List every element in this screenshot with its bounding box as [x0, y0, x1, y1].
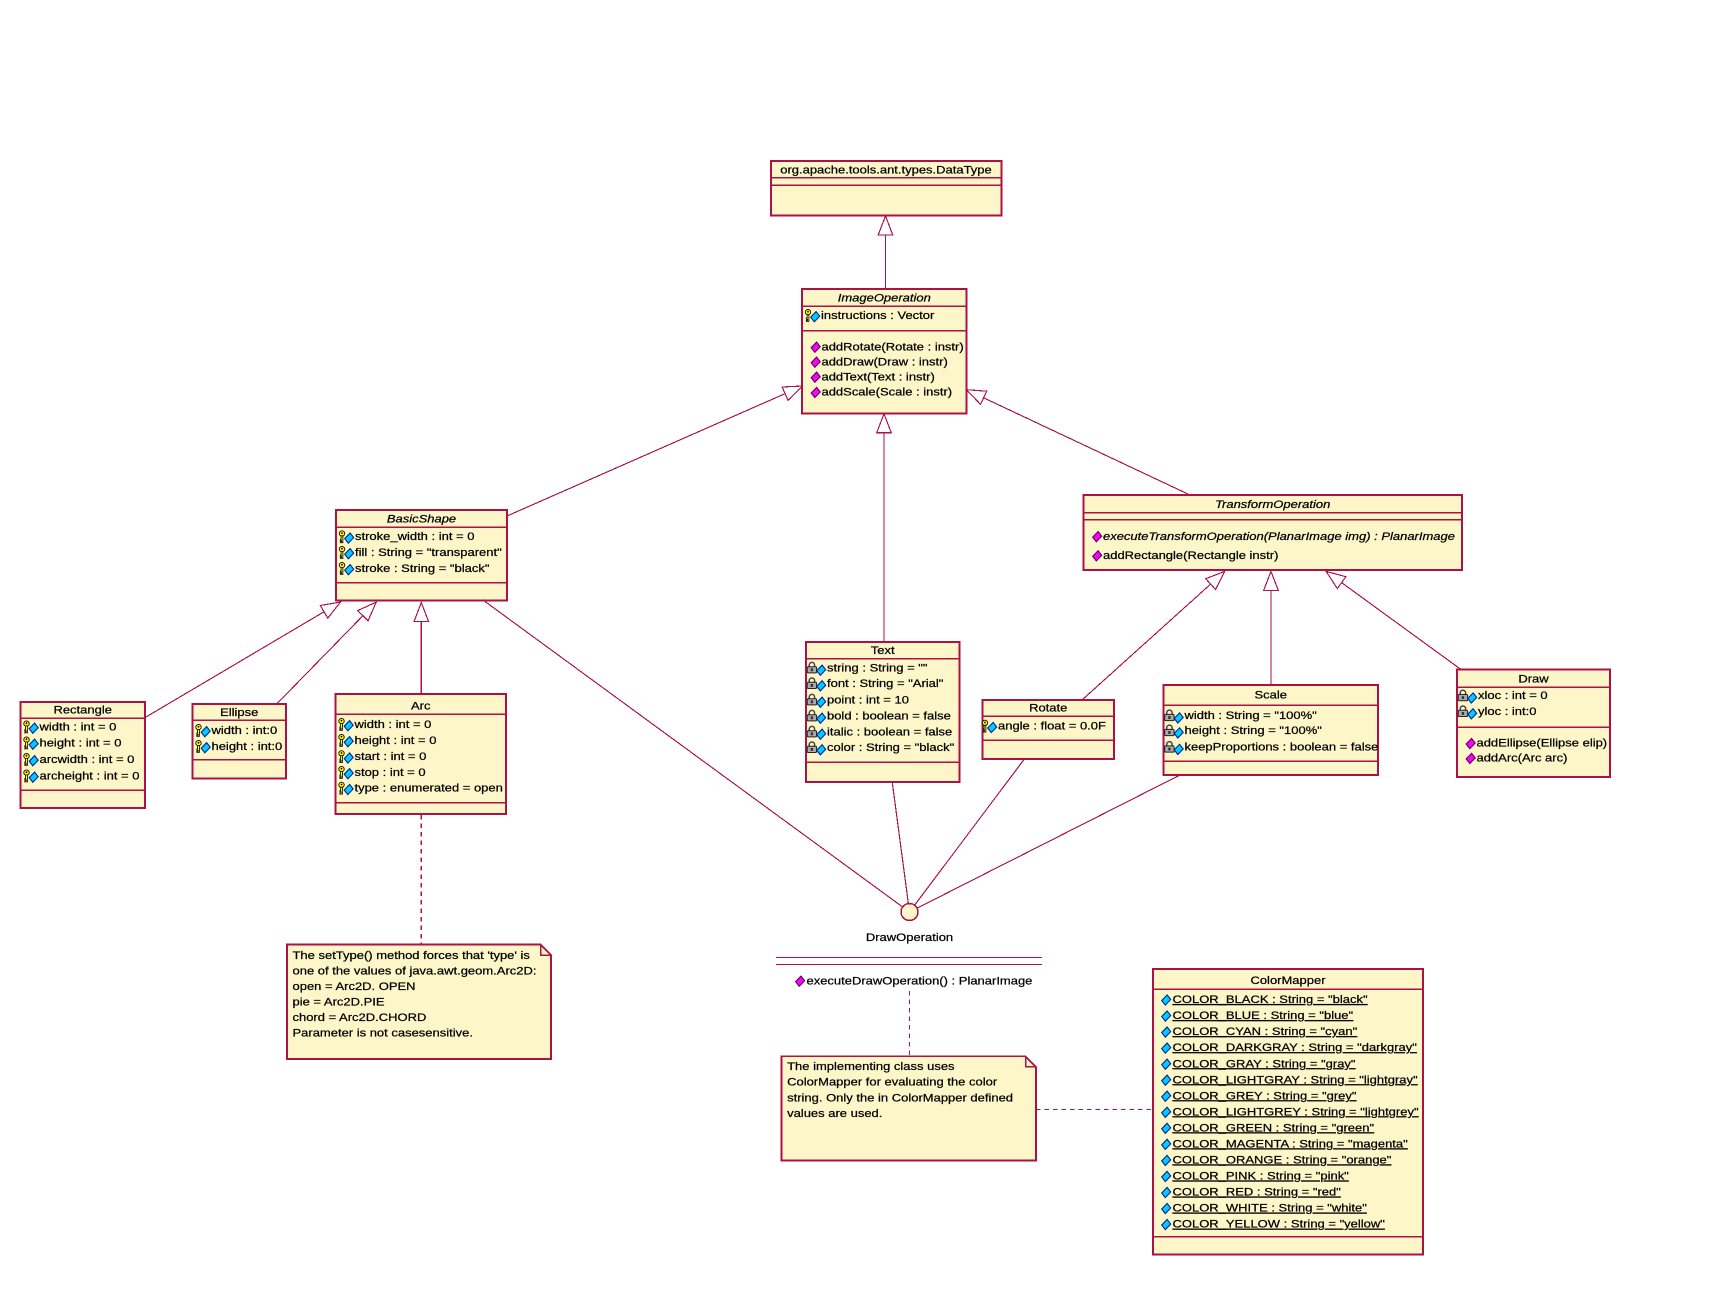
- svg-text:height : String = "100%": height : String = "100%": [1185, 724, 1322, 737]
- svg-text:addDraw(Draw : instr): addDraw(Draw : instr): [822, 355, 948, 368]
- svg-text:width : int = 0: width : int = 0: [38, 720, 116, 733]
- svg-text:archeight : int = 0: archeight : int = 0: [40, 769, 140, 782]
- svg-text:The implementing class uses: The implementing class uses: [787, 1060, 955, 1073]
- svg-text:start : int = 0: start : int = 0: [355, 750, 427, 763]
- svg-text:one of the values of java.awt.: one of the values of java.awt.geom.Arc2D…: [293, 964, 537, 977]
- svg-text:Draw: Draw: [1518, 672, 1549, 685]
- svg-text:Parameter is not casesensitive: Parameter is not casesensitive.: [293, 1027, 473, 1040]
- svg-text:COLOR_RED : String = "red": COLOR_RED : String = "red": [1173, 1186, 1341, 1199]
- svg-text:height : int:0: height : int:0: [212, 740, 283, 753]
- svg-text:fill : String = "transparent": fill : String = "transparent": [355, 546, 502, 559]
- svg-text:Scale: Scale: [1254, 688, 1287, 701]
- svg-text:COLOR_CYAN : String = "cyan": COLOR_CYAN : String = "cyan": [1173, 1025, 1358, 1038]
- svg-text:width : int = 0: width : int = 0: [353, 718, 431, 731]
- svg-text:COLOR_BLACK : String = "black": COLOR_BLACK : String = "black": [1173, 993, 1368, 1006]
- svg-text:COLOR_MAGENTA : String = "mage: COLOR_MAGENTA : String = "magenta": [1173, 1138, 1408, 1151]
- svg-text:COLOR_GREY : String = "grey": COLOR_GREY : String = "grey": [1173, 1090, 1357, 1103]
- svg-text:values are used.: values are used.: [787, 1107, 882, 1120]
- svg-text:addArc(Arc arc): addArc(Arc arc): [1477, 752, 1568, 765]
- svg-text:chord = Arc2D.CHORD: chord = Arc2D.CHORD: [293, 1011, 427, 1024]
- svg-text:instructions : Vector: instructions : Vector: [821, 309, 934, 322]
- svg-text:bold : boolean = false: bold : boolean = false: [827, 709, 951, 722]
- svg-text:pie = Arc2D.PIE: pie = Arc2D.PIE: [293, 995, 385, 1008]
- svg-text:COLOR_GRAY : String = "gray": COLOR_GRAY : String = "gray": [1173, 1057, 1356, 1070]
- svg-text:width : int:0: width : int:0: [210, 724, 277, 737]
- svg-text:addRotate(Rotate : instr): addRotate(Rotate : instr): [822, 340, 964, 353]
- svg-text:open = Arc2D. OPEN: open = Arc2D. OPEN: [293, 980, 416, 993]
- svg-text:executeTransformOperation(Plan: executeTransformOperation(PlanarImage im…: [1103, 530, 1455, 543]
- svg-text:type : enumerated = open: type : enumerated = open: [355, 782, 503, 795]
- svg-text:ImageOperation: ImageOperation: [838, 291, 932, 304]
- svg-text:stop : int = 0: stop : int = 0: [355, 766, 427, 779]
- svg-text:Rectangle: Rectangle: [53, 703, 112, 716]
- svg-text:stroke_width : int = 0: stroke_width : int = 0: [355, 530, 475, 543]
- svg-text:Text: Text: [871, 644, 896, 657]
- svg-text:font : String = "Arial": font : String = "Arial": [827, 677, 943, 690]
- svg-text:addScale(Scale : instr): addScale(Scale : instr): [822, 386, 953, 399]
- svg-text:string : String = "": string : String = "": [827, 661, 928, 674]
- svg-text:height : int = 0: height : int = 0: [40, 736, 122, 749]
- svg-text:ColorMapper for evaluating the: ColorMapper for evaluating the color: [787, 1076, 997, 1089]
- svg-text:COLOR_BLUE : String = "blue": COLOR_BLUE : String = "blue": [1173, 1009, 1354, 1022]
- svg-text:yloc : int:0: yloc : int:0: [1478, 705, 1537, 718]
- svg-text:addEllipse(Ellipse elip): addEllipse(Ellipse elip): [1477, 737, 1608, 750]
- svg-text:Rotate: Rotate: [1029, 701, 1068, 714]
- svg-text:ColorMapper: ColorMapper: [1250, 974, 1325, 987]
- svg-text:COLOR_GREEN : String = "green": COLOR_GREEN : String = "green": [1173, 1122, 1375, 1135]
- svg-text:addRectangle(Rectangle instr): addRectangle(Rectangle instr): [1103, 549, 1278, 562]
- svg-text:xloc : int = 0: xloc : int = 0: [1478, 689, 1548, 702]
- svg-text:COLOR_PINK : String = "pink": COLOR_PINK : String = "pink": [1173, 1170, 1349, 1183]
- svg-text:COLOR_DARKGRAY : String = "dar: COLOR_DARKGRAY : String = "darkgray": [1173, 1041, 1417, 1054]
- svg-text:Ellipse: Ellipse: [220, 706, 259, 719]
- svg-text:string. Only the in ColorMappe: string. Only the in ColorMapper defined: [787, 1092, 1013, 1105]
- svg-text:org.apache.tools.ant.types.Dat: org.apache.tools.ant.types.DataType: [780, 163, 992, 176]
- svg-text:COLOR_LIGHTGREY : String = "li: COLOR_LIGHTGREY : String = "lightgrey": [1173, 1106, 1419, 1119]
- svg-text:keepProportions : boolean = fa: keepProportions : boolean = false: [1185, 741, 1379, 754]
- svg-text:arcwidth : int = 0: arcwidth : int = 0: [40, 753, 135, 766]
- svg-text:TransformOperation: TransformOperation: [1215, 498, 1331, 511]
- svg-text:BasicShape: BasicShape: [387, 512, 457, 525]
- svg-text:width : String = "100%": width : String = "100%": [1183, 709, 1316, 722]
- svg-text:COLOR_LIGHTGRAY : String = "li: COLOR_LIGHTGRAY : String = "lightgray": [1173, 1073, 1418, 1086]
- svg-text:addText(Text : instr): addText(Text : instr): [822, 370, 935, 383]
- svg-text:angle : float = 0.0F: angle : float = 0.0F: [998, 720, 1106, 733]
- svg-text:stroke : String = "black": stroke : String = "black": [355, 562, 489, 575]
- svg-text:COLOR_WHITE : String = "white": COLOR_WHITE : String = "white": [1173, 1202, 1367, 1215]
- svg-text:point : int = 10: point : int = 10: [827, 693, 909, 706]
- svg-text:Arc: Arc: [411, 699, 431, 712]
- svg-text:COLOR_YELLOW : String = "yello: COLOR_YELLOW : String = "yellow": [1173, 1218, 1385, 1231]
- svg-text:italic : boolean = false: italic : boolean = false: [827, 725, 953, 738]
- svg-text:The setType() method forces th: The setType() method forces that 'type' …: [293, 949, 530, 962]
- svg-text:DrawOperation: DrawOperation: [866, 931, 953, 944]
- svg-text:color : String = "black": color : String = "black": [827, 741, 954, 754]
- svg-text:COLOR_ORANGE : String = "orang: COLOR_ORANGE : String = "orange": [1173, 1154, 1392, 1167]
- svg-text:height : int = 0: height : int = 0: [355, 734, 437, 747]
- svg-text:executeDrawOperation() : Plana: executeDrawOperation() : PlanarImage: [807, 975, 1033, 988]
